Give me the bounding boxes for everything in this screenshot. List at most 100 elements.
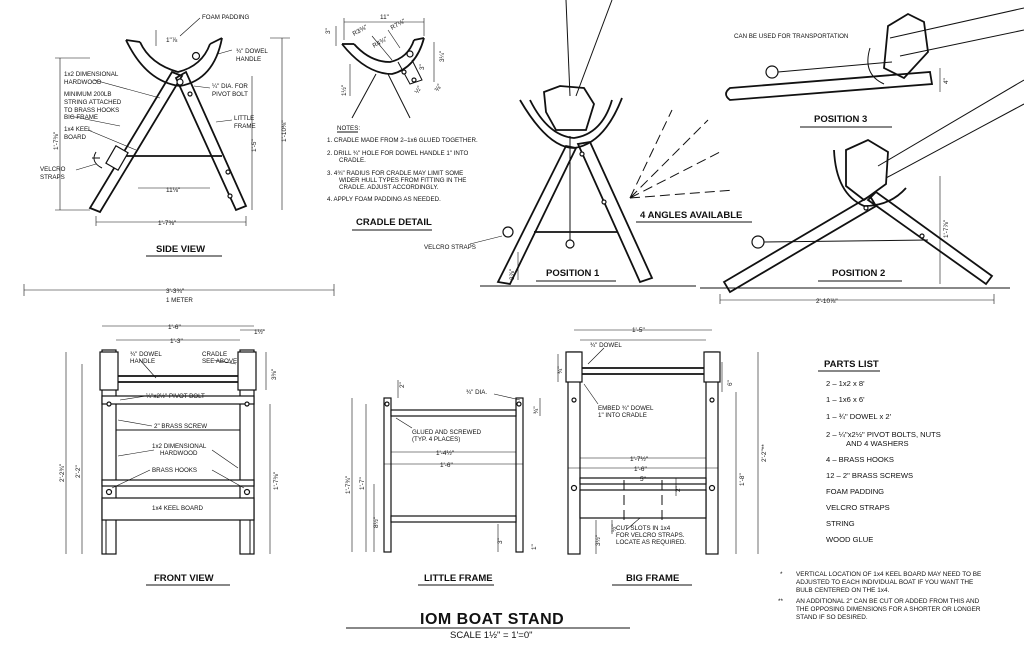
side-label-board: BOARD [64, 134, 87, 141]
cradle-detail-title: CRADLE DETAIL [356, 217, 432, 228]
side-dowel-handle [191, 51, 201, 61]
position1-dim: 3⅞" [509, 269, 516, 280]
side-label-bolt: ¼" DIA. FOR [212, 83, 248, 90]
position2-boat-bulb [845, 138, 889, 202]
side-dim-height-a: 1'-7⅜" [53, 132, 60, 150]
big-label-velcro-straps: FOR VELCRO STRAPS. [616, 532, 685, 539]
front-keel-board [101, 497, 255, 521]
little-dim-h4: ¾" [533, 406, 540, 414]
little-label-dia: ¾" DIA. [466, 389, 487, 396]
front-view: 3'-3¾" 1 METER 1'-6" 1'-3" 1½" 2'-2¾" 2'… [23, 284, 335, 586]
parts-item-3: 1 – ¾" DOWEL x 2' [826, 412, 892, 421]
side-label-foam: FOAM PADDING [202, 14, 250, 21]
position3-dim: 4" [943, 78, 950, 84]
side-label-handle: HANDLE [236, 56, 261, 63]
side-label-string-3: TO BRASS HOOKS [64, 107, 119, 114]
sheet-title: IOM BOAT STAND [420, 611, 564, 628]
big-label-dowel: ¾" DOWEL [590, 342, 622, 349]
little-frame: 1'-4½" 1'-6" 1'-7¾" 1'-7" 8½" ¾" 3" 2" 1… [345, 380, 541, 586]
cradle-dim-7: ½" [413, 84, 424, 95]
sheet-scale: SCALE 1½" = 1'=0" [450, 630, 533, 641]
position1-label-velcro: VELCRO STRAPS [424, 244, 476, 251]
side-dim-top: 1"⅞ [166, 37, 178, 44]
parts-item-4b: AND 4 WASHERS [846, 439, 909, 448]
big-label-embed: EMBED ¾" DOWEL [598, 405, 654, 412]
parts-item-9: STRING [826, 519, 855, 528]
parts-item-8: VELCRO STRAPS [826, 503, 890, 512]
position1-big-leg [496, 144, 578, 285]
footnotes: * VERTICAL LOCATION OF 1x4 KEEL BOARD MA… [778, 571, 981, 621]
big-dim-h7: ½" [610, 524, 618, 532]
little-dim-h1: 1'-7¾" [345, 476, 352, 494]
front-dim-h4: 3⅜" [271, 369, 278, 380]
position2-title: POSITION 2 [832, 268, 885, 279]
big-dim-h6: 3½" [594, 535, 602, 546]
cradle-dim-6: 1½" [340, 85, 348, 96]
big-dim-w3: 5" [640, 476, 646, 483]
position3-title: POSITION 3 [814, 114, 867, 125]
footnote-1-line-1: VERTICAL LOCATION OF 1x4 KEEL BOARD MAY … [796, 571, 981, 578]
big-dim-h3: 6" [727, 380, 734, 386]
front-dim-w3: 1½" [254, 328, 265, 336]
front-label-pivot-bolt: ¼"x2½" PIVOT BOLT [146, 393, 205, 400]
cradle-note-3b: WIDER HULL TYPES FROM FITTING IN THE [339, 177, 466, 184]
position3-frame [725, 71, 934, 101]
big-dim-w0: 1'-5" [632, 327, 645, 334]
cradle-note-4: 4. APPLY FOAM PADDING AS NEEDED. [327, 196, 441, 203]
cradle-dim-5: 3¼" [439, 51, 446, 62]
big-label-locate: LOCATE AS REQUIRED. [616, 539, 686, 546]
footnote-2-line-3: STAND IF SO DESIRED. [796, 614, 868, 621]
front-dim-w2: 1'-3" [170, 338, 183, 345]
parts-list-title: PARTS LIST [824, 359, 879, 370]
little-frame-right-leg [515, 397, 524, 553]
side-view: FOAM PADDING ¾" DOWEL HANDLE ¼" DIA. FOR… [40, 14, 290, 257]
position1-little-leg [576, 140, 654, 284]
big-dim-w1: 1'-7½" [630, 455, 648, 463]
parts-item-7: FOAM PADDING [826, 487, 884, 496]
side-view-title: SIDE VIEW [156, 244, 205, 255]
cradle-note-2b: CRADLE. [339, 157, 366, 164]
side-label-keel: 1x4 KEEL [64, 126, 92, 133]
front-dim-w1: 1'-6" [168, 324, 181, 331]
side-dim-height-b: 1'-5" [251, 139, 258, 152]
side-label-string-2: STRING ATTACHED [64, 99, 122, 106]
parts-item-4: 2 – ¼"x2½" PIVOT BOLTS, NUTS [826, 430, 941, 439]
side-label-string-1: MINIMUM 200LB [64, 91, 111, 98]
position2-dim-width: 2'-10⅞" [816, 298, 838, 305]
footnote-1-mark: * [780, 571, 783, 578]
parts-item-6: 12 – 2" BRASS SCREWS [826, 471, 913, 480]
side-label-dowel: ¾" DOWEL [236, 48, 268, 55]
position2-little-leg [866, 190, 994, 286]
position-views: VELCRO STRAPS 3⅞" POSITION 1 4 ANGLES AV… [424, 0, 1024, 305]
little-label-typ: (TYP. 4 PLACES) [412, 436, 460, 443]
position1-boat-bulb [543, 85, 595, 131]
side-cradle [139, 41, 211, 73]
cradle-dim-8: ⅜" [434, 83, 444, 93]
footnote-1-line-2: ADJUSTED TO EACH INDIVIDUAL BOAT IF YOU … [796, 579, 973, 586]
position2-dim-height: 1'-7⅞" [943, 220, 950, 238]
little-frame-title: LITTLE FRAME [424, 573, 493, 584]
big-label-into-cradle: 1" INTO CRADLE [598, 412, 647, 419]
cradle-note-3c: CRADLE. ADJUST ACCORDINGLY. [339, 184, 439, 191]
angles-title: 4 ANGLES AVAILABLE [640, 210, 742, 221]
big-dim-h2: 1'-8" [739, 473, 746, 486]
little-dim-h7: 1" [531, 544, 538, 550]
front-dim-h3: 1'-7⅜" [273, 472, 280, 490]
footnote-1-line-3: BULB CENTERED ON THE 1x4. [796, 587, 890, 594]
title-block: IOM BOAT STAND SCALE 1½" = 1'=0" [346, 611, 630, 641]
side-label-straps: STRAPS [40, 174, 65, 181]
front-label-handle: HANDLE [130, 358, 155, 365]
little-dim-h2: 1'-7" [359, 477, 366, 490]
little-label-glue: GLUED AND SCREWED [412, 429, 482, 436]
front-view-title: FRONT VIEW [154, 573, 214, 584]
side-dim-inner: 11⅛" [166, 187, 180, 194]
front-label-brass-hooks: BRASS HOOKS [152, 467, 197, 474]
side-dim-base: 1'-7⅜" [158, 220, 176, 227]
front-right-cradle [237, 351, 257, 391]
side-keel-board [105, 145, 129, 171]
side-label-velcro: VELCRO [40, 166, 66, 173]
big-label-cut-slots: CUT SLOTS IN 1x4 [616, 525, 671, 532]
footnote-2-line-1: AN ADDITIONAL 2" CAN BE CUT OR ADDED FRO… [796, 598, 980, 605]
side-label-pivot: PIVOT BOLT [212, 91, 248, 98]
